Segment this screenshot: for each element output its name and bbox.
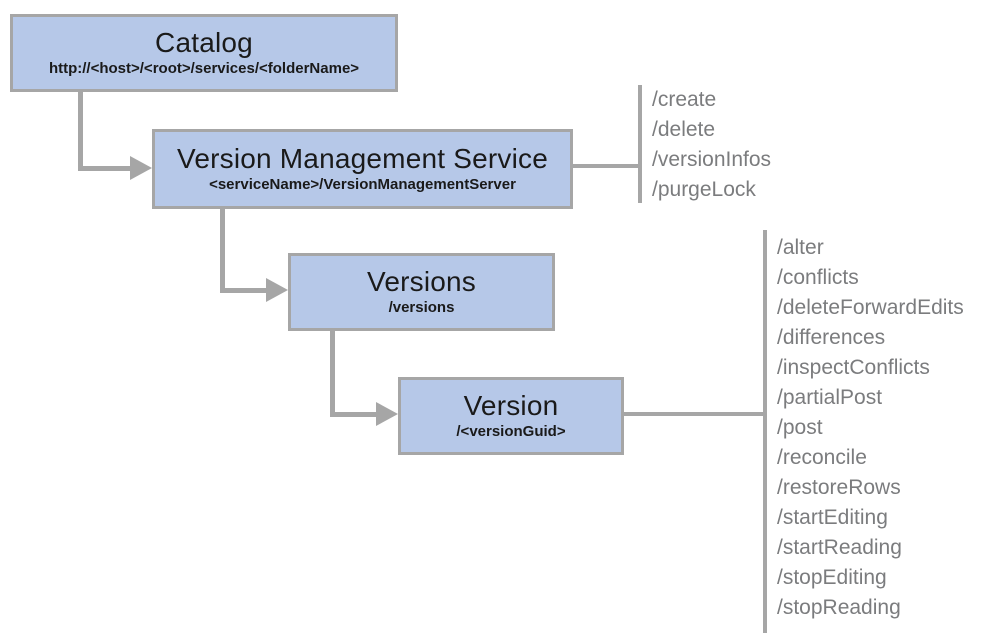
vms-operations-list: /create/delete/versionInfos/purgeLock xyxy=(652,85,771,205)
arrowhead-right-icon xyxy=(376,402,398,426)
arrowhead-right-icon xyxy=(266,278,288,302)
operation-item: /stopEditing xyxy=(777,566,887,589)
operation-item: /partialPost xyxy=(777,386,883,409)
connector-versions-to-version-horizontal xyxy=(330,412,376,417)
connector-vms-to-versions-vertical xyxy=(220,209,225,293)
node-vms-url: <serviceName>/VersionManagementServer xyxy=(209,176,516,193)
node-versions-title: Versions xyxy=(367,266,476,297)
connector-catalog-to-vms-horizontal xyxy=(78,166,130,171)
node-versions-url: /versions xyxy=(388,299,455,316)
operation-item: /delete xyxy=(652,118,716,141)
operation-item: /startEditing xyxy=(777,506,888,529)
operation-item: /deleteForwardEdits xyxy=(777,296,964,319)
version-operations-bracket xyxy=(763,230,767,633)
operation-item: /stopReading xyxy=(777,596,901,619)
operation-item: /reconcile xyxy=(777,446,867,469)
arrowhead-right-icon xyxy=(130,156,152,180)
node-versions: Versions /versions xyxy=(288,253,555,331)
operation-item: /alter xyxy=(777,236,824,259)
operation-item: /conflicts xyxy=(777,266,859,289)
operation-item: /create xyxy=(652,88,717,111)
node-vms-title: Version Management Service xyxy=(177,143,548,174)
connector-vms-to-versions-horizontal xyxy=(220,288,266,293)
operation-item: /restoreRows xyxy=(777,476,901,499)
node-catalog-title: Catalog xyxy=(155,27,253,58)
node-version-url: /<versionGuid> xyxy=(456,423,566,440)
node-version-title: Version xyxy=(463,390,559,421)
operation-item: /post xyxy=(777,416,823,439)
operation-item: /purgeLock xyxy=(652,178,756,201)
node-version-management-service: Version Management Service <serviceName>… xyxy=(152,129,573,209)
operation-item: /startReading xyxy=(777,536,902,559)
node-catalog-url: http://<host>/<root>/services/<folderNam… xyxy=(48,60,360,77)
operation-item: /differences xyxy=(777,326,886,349)
version-operations-connector-line xyxy=(623,412,763,416)
operation-item: /inspectConflicts xyxy=(777,356,930,379)
node-version: Version /<versionGuid> xyxy=(398,377,624,455)
node-catalog: Catalog http://<host>/<root>/services/<f… xyxy=(10,14,398,92)
version-operations-list: /alter/conflicts/deleteForwardEdits/diff… xyxy=(777,233,964,623)
operation-item: /versionInfos xyxy=(652,148,772,171)
vms-operations-connector-line xyxy=(573,164,638,168)
connector-versions-to-version-vertical xyxy=(330,331,335,417)
connector-catalog-to-vms-vertical xyxy=(78,92,83,171)
vms-operations-bracket xyxy=(638,85,642,203)
